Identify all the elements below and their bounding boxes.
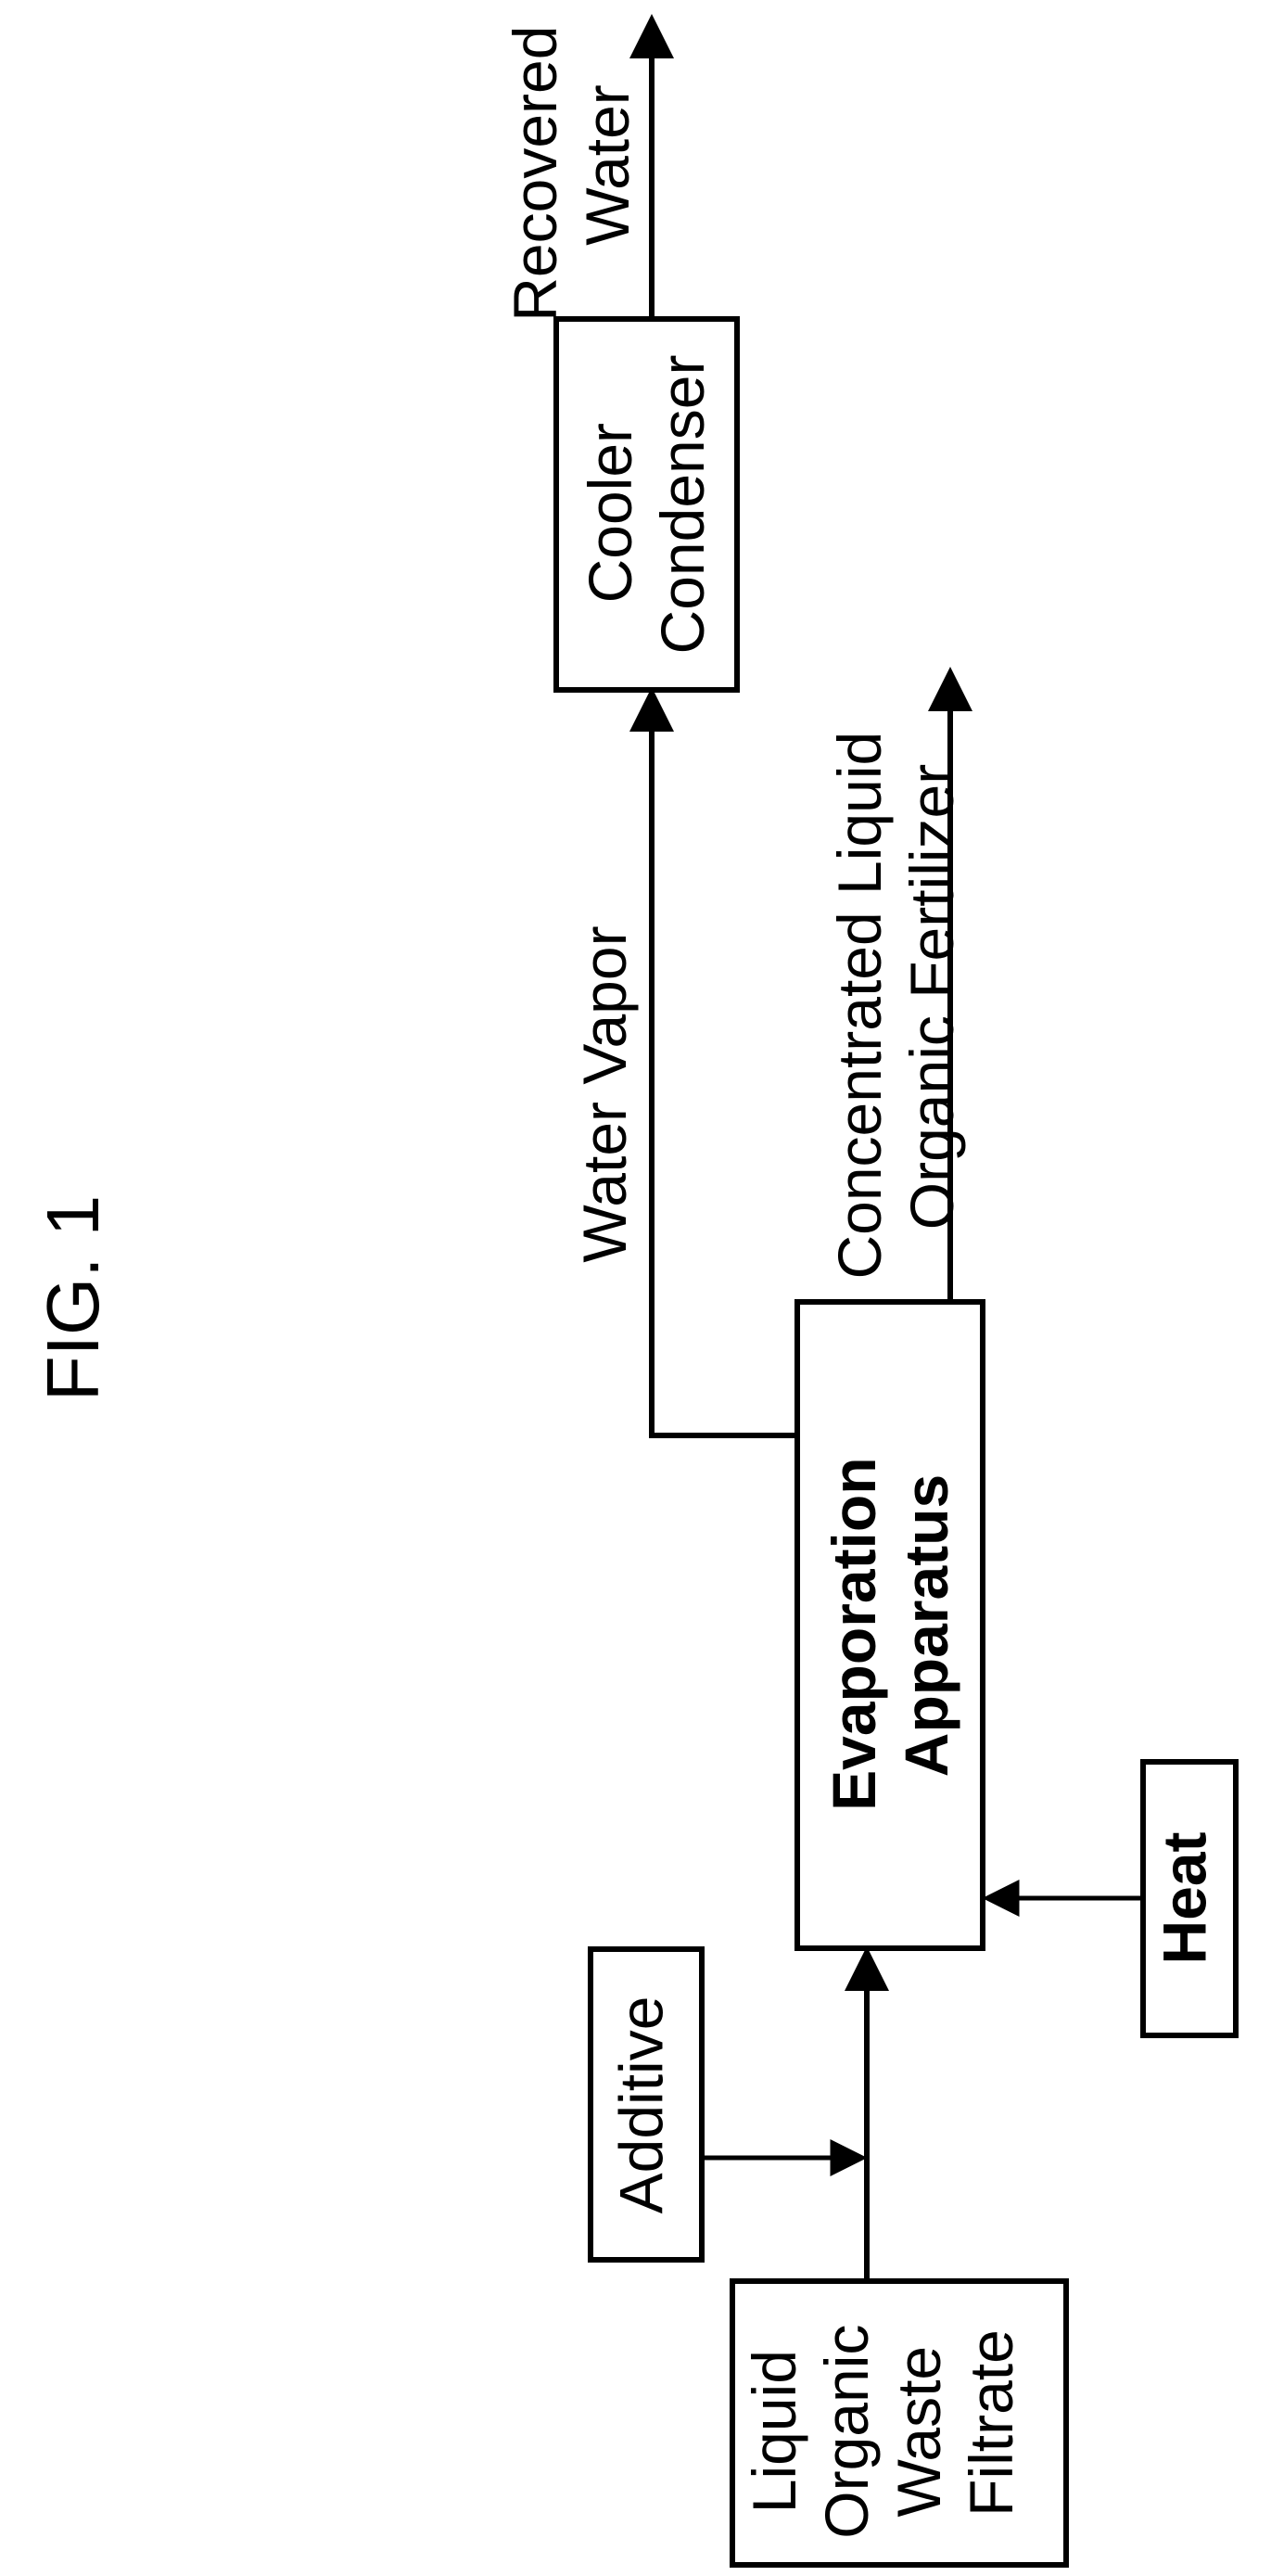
- figure-label: FIG. 1: [32, 1195, 114, 1401]
- cooler-condenser-label: Cooler Condenser: [576, 355, 717, 655]
- waste-filtrate-label: Liquid Organic Waste Filtrate: [740, 2307, 1025, 2538]
- water-vapor-arrow: [652, 695, 797, 1435]
- additive-label: Additive: [606, 1996, 675, 2214]
- recovered-water-label: Recovered Water: [501, 8, 642, 322]
- evaporation-apparatus-label: Evaporation Apparatus: [820, 1440, 960, 1811]
- water-vapor-label: Water Vapor: [570, 925, 639, 1262]
- fertilizer-label: Concentrated Liquid Organic Fertilizer: [825, 714, 966, 1279]
- heat-label: Heat: [1150, 1831, 1218, 1964]
